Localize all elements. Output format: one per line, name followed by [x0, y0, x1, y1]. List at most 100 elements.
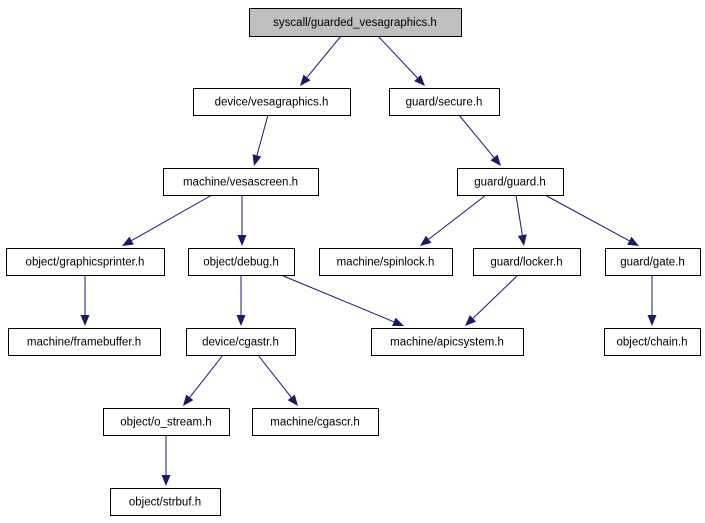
- node-label: object/graphicsprinter.h: [26, 257, 145, 269]
- graph-node-machine_apicsystem[interactable]: machine/apicsystem.h: [371, 328, 524, 356]
- graph-edge: [252, 114, 269, 166]
- node-box[interactable]: [473, 248, 581, 276]
- edge-line: [280, 274, 395, 323]
- graph-node-object_o_stream[interactable]: object/o_stream.h: [103, 408, 230, 436]
- node-box[interactable]: [103, 408, 230, 436]
- node-label: device/vesagraphics.h: [215, 97, 329, 109]
- node-box[interactable]: [186, 328, 296, 356]
- node-box[interactable]: [319, 248, 453, 276]
- node-label: object/o_stream.h: [120, 417, 211, 429]
- arrowhead-icon: [252, 154, 262, 166]
- node-label: object/chain.h: [617, 337, 688, 349]
- edge-line: [428, 194, 487, 240]
- graph-edge: [465, 274, 519, 326]
- graph-edge: [80, 275, 90, 326]
- node-box[interactable]: [6, 248, 165, 276]
- arrowhead-icon: [392, 317, 404, 326]
- graph-node-guard_locker[interactable]: guard/locker.h: [473, 248, 581, 276]
- arrowhead-icon: [161, 475, 171, 486]
- arrowhead-icon: [627, 236, 639, 246]
- node-label: guard/locker.h: [490, 257, 562, 269]
- node-label: guard/gate.h: [620, 257, 685, 269]
- graph-edge: [377, 35, 425, 86]
- node-box[interactable]: [371, 328, 524, 356]
- node-box[interactable]: [249, 8, 462, 37]
- arrowhead-icon: [465, 315, 477, 326]
- node-label: machine/cgascr.h: [270, 417, 360, 429]
- node-label: object/debug.h: [203, 257, 278, 269]
- arrowhead-icon: [183, 394, 194, 406]
- graph-node-object_chain[interactable]: object/chain.h: [604, 328, 701, 356]
- node-box[interactable]: [193, 88, 351, 116]
- edge-line: [306, 35, 342, 78]
- graph-node-machine_vesascreen[interactable]: machine/vesascreen.h: [163, 168, 319, 196]
- edge-line: [458, 114, 495, 158]
- graph-node-machine_spinlock[interactable]: machine/spinlock.h: [319, 248, 453, 276]
- arrowhead-icon: [237, 235, 247, 246]
- arrowhead-icon: [414, 74, 425, 86]
- graph-edge: [280, 274, 404, 326]
- edge-line: [256, 114, 269, 156]
- node-box[interactable]: [252, 408, 379, 436]
- graph-node-device_cgastr[interactable]: device/cgastr.h: [186, 328, 296, 356]
- arrowhead-icon: [490, 154, 501, 166]
- arrowhead-icon: [236, 315, 246, 326]
- node-box[interactable]: [188, 248, 295, 276]
- arrowhead-icon: [80, 315, 90, 326]
- node-label: machine/spinlock.h: [337, 257, 435, 269]
- edge-line: [189, 354, 224, 398]
- arrowhead-icon: [122, 236, 134, 246]
- node-box[interactable]: [457, 168, 564, 196]
- graph-node-object_graphicsprinter[interactable]: object/graphicsprinter.h: [6, 248, 165, 276]
- node-label: syscall/guarded_vesagraphics.h: [273, 17, 437, 29]
- graph-edge: [257, 354, 298, 406]
- node-label: machine/apicsystem.h: [390, 337, 504, 349]
- node-label: guard/secure.h: [406, 97, 483, 109]
- graph-edge: [161, 435, 171, 486]
- node-label: device/cgastr.h: [202, 337, 279, 349]
- graph-edge: [300, 35, 342, 86]
- node-label: machine/framebuffer.h: [27, 337, 141, 349]
- edge-line: [472, 274, 519, 319]
- edge-line: [544, 194, 630, 242]
- graph-edge: [647, 275, 657, 326]
- edge-line: [257, 354, 292, 398]
- graph-node-machine_cgascr[interactable]: machine/cgascr.h: [252, 408, 379, 436]
- graph-edge: [183, 354, 224, 406]
- graph-edge: [544, 194, 639, 246]
- graph-node-machine_framebuffer[interactable]: machine/framebuffer.h: [8, 328, 161, 356]
- graph-node-guard_secure[interactable]: guard/secure.h: [389, 88, 500, 116]
- node-box[interactable]: [605, 248, 701, 276]
- node-box[interactable]: [8, 328, 161, 356]
- edge-line: [131, 194, 213, 242]
- graph-edge: [237, 195, 247, 246]
- graph-edge: [236, 275, 246, 326]
- arrowhead-icon: [517, 234, 527, 246]
- graph-node-guarded_vesagraphics[interactable]: syscall/guarded_vesagraphics.h: [249, 8, 462, 37]
- arrowhead-icon: [300, 74, 311, 86]
- node-layer: syscall/guarded_vesagraphics.h device/ves…: [6, 8, 701, 516]
- node-box[interactable]: [604, 328, 701, 356]
- graph-edge: [420, 194, 487, 246]
- graph-node-guard_gate[interactable]: guard/gate.h: [605, 248, 701, 276]
- edge-layer: [80, 35, 657, 486]
- graph-node-object_strbuf[interactable]: object/strbuf.h: [110, 488, 221, 516]
- graph-node-guard_guard[interactable]: guard/guard.h: [457, 168, 564, 196]
- edge-line: [515, 194, 523, 236]
- graph-node-object_debug[interactable]: object/debug.h: [188, 248, 295, 276]
- edge-line: [377, 35, 418, 79]
- graph-edge: [458, 114, 501, 166]
- node-label: machine/vesascreen.h: [183, 177, 298, 189]
- node-box[interactable]: [163, 168, 319, 196]
- node-label: guard/guard.h: [474, 177, 546, 189]
- graph-edge: [515, 194, 527, 246]
- arrowhead-icon: [647, 315, 657, 326]
- arrowhead-icon: [420, 235, 432, 246]
- node-box[interactable]: [389, 88, 500, 116]
- node-box[interactable]: [110, 488, 221, 516]
- graph-node-device_vesagraphics[interactable]: device/vesagraphics.h: [193, 88, 351, 116]
- arrowhead-icon: [287, 394, 298, 406]
- node-label: object/strbuf.h: [129, 497, 201, 509]
